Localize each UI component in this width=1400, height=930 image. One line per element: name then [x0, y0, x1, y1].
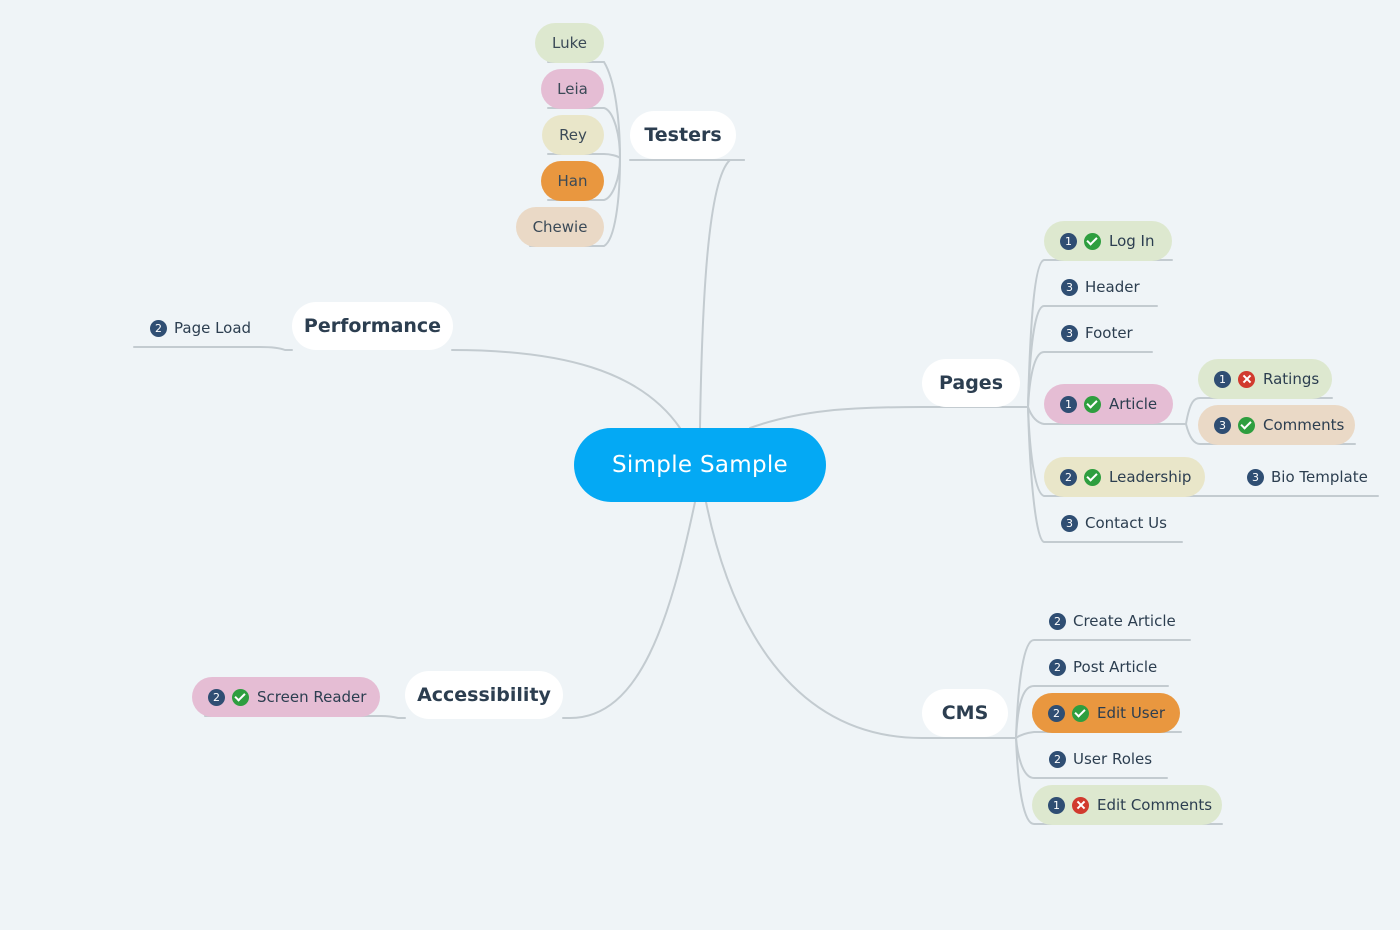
item-label: Post Article: [1073, 658, 1158, 676]
item-label: Comments: [1263, 416, 1345, 434]
item-label: User Roles: [1073, 750, 1153, 768]
root-topic[interactable]: Simple Sample: [574, 428, 826, 502]
cms-item-edit-comments[interactable]: 1 Edit Comments: [1032, 785, 1222, 825]
priority-badge: 1: [1048, 796, 1065, 814]
tester-han[interactable]: Han: [541, 161, 604, 201]
topic-cms[interactable]: CMS: [922, 689, 1008, 737]
item-label: Log In: [1109, 232, 1155, 250]
tester-chewie[interactable]: Chewie: [516, 207, 604, 247]
article-item-ratings[interactable]: 1 Ratings: [1198, 359, 1332, 399]
priority-badge: 2: [1060, 468, 1077, 486]
cms-item-post-article[interactable]: 2 Post Article: [1049, 647, 1157, 687]
priority-badge: 3: [1061, 324, 1078, 342]
topic-accessibility[interactable]: Accessibility: [405, 671, 563, 719]
cross-icon: [1072, 796, 1089, 814]
check-icon: [232, 688, 249, 706]
tester-leia[interactable]: Leia: [541, 69, 604, 109]
item-label: Contact Us: [1085, 514, 1167, 532]
priority-badge: 2: [150, 319, 167, 337]
cms-item-edit-user[interactable]: 2 Edit User: [1032, 693, 1180, 733]
check-icon: [1084, 468, 1101, 486]
link-root-cms: [705, 501, 923, 739]
priority-badge: 2: [208, 688, 225, 706]
tester-rey[interactable]: Rey: [542, 115, 604, 155]
item-label: Leadership: [1109, 468, 1192, 486]
item-label: Create Article: [1073, 612, 1176, 630]
item-label: Page Load: [174, 319, 252, 337]
priority-badge: 2: [1048, 704, 1065, 722]
tester-luke[interactable]: Luke: [535, 23, 604, 63]
check-icon: [1238, 416, 1255, 434]
priority-badge: 3: [1061, 278, 1078, 296]
check-icon: [1072, 704, 1089, 722]
priority-badge: 1: [1060, 232, 1077, 250]
item-label: Article: [1109, 395, 1158, 413]
priority-badge: 2: [1049, 658, 1066, 676]
item-label: Footer: [1085, 324, 1133, 342]
pages-item-header[interactable]: 3 Header: [1061, 267, 1140, 307]
article-item-comments[interactable]: 3 Comments: [1198, 405, 1355, 445]
pages-item-article[interactable]: 1 Article: [1044, 384, 1173, 424]
item-label: Edit Comments: [1097, 796, 1213, 814]
check-icon: [1084, 395, 1101, 413]
accessibility-item-screen-reader[interactable]: 2 Screen Reader: [192, 677, 380, 717]
priority-badge: 2: [1049, 612, 1066, 630]
check-icon: [1084, 232, 1101, 250]
leadership-item-bio-template[interactable]: 3 Bio Template: [1247, 457, 1368, 497]
item-label: Ratings: [1263, 370, 1320, 388]
performance-item-page-load[interactable]: 2 Page Load: [150, 308, 251, 348]
topic-testers[interactable]: Testers: [630, 111, 736, 159]
priority-badge: 3: [1214, 416, 1231, 434]
cms-item-user-roles[interactable]: 2 User Roles: [1049, 739, 1152, 779]
link-root-testers: [699, 159, 745, 429]
item-label: Edit User: [1097, 704, 1166, 722]
priority-badge: 3: [1247, 468, 1264, 486]
item-label: Bio Template: [1271, 468, 1368, 486]
topic-pages[interactable]: Pages: [922, 359, 1020, 407]
cms-item-create-article[interactable]: 2 Create Article: [1049, 601, 1176, 641]
priority-badge: 1: [1214, 370, 1231, 388]
link-root-performance: [451, 349, 681, 429]
item-label: Screen Reader: [257, 688, 367, 706]
priority-badge: 1: [1060, 395, 1077, 413]
pages-item-log-in[interactable]: 1 Log In: [1044, 221, 1172, 261]
link-root-pages: [749, 406, 923, 429]
topic-performance[interactable]: Performance: [292, 302, 453, 350]
pages-item-footer[interactable]: 3 Footer: [1061, 313, 1133, 353]
link-root-accessibility: [562, 501, 696, 719]
pages-item-contact-us[interactable]: 3 Contact Us: [1061, 503, 1167, 543]
priority-badge: 2: [1049, 750, 1066, 768]
item-label: Header: [1085, 278, 1140, 296]
pages-item-leadership[interactable]: 2 Leadership: [1044, 457, 1205, 497]
cross-icon: [1238, 370, 1255, 388]
priority-badge: 3: [1061, 514, 1078, 532]
